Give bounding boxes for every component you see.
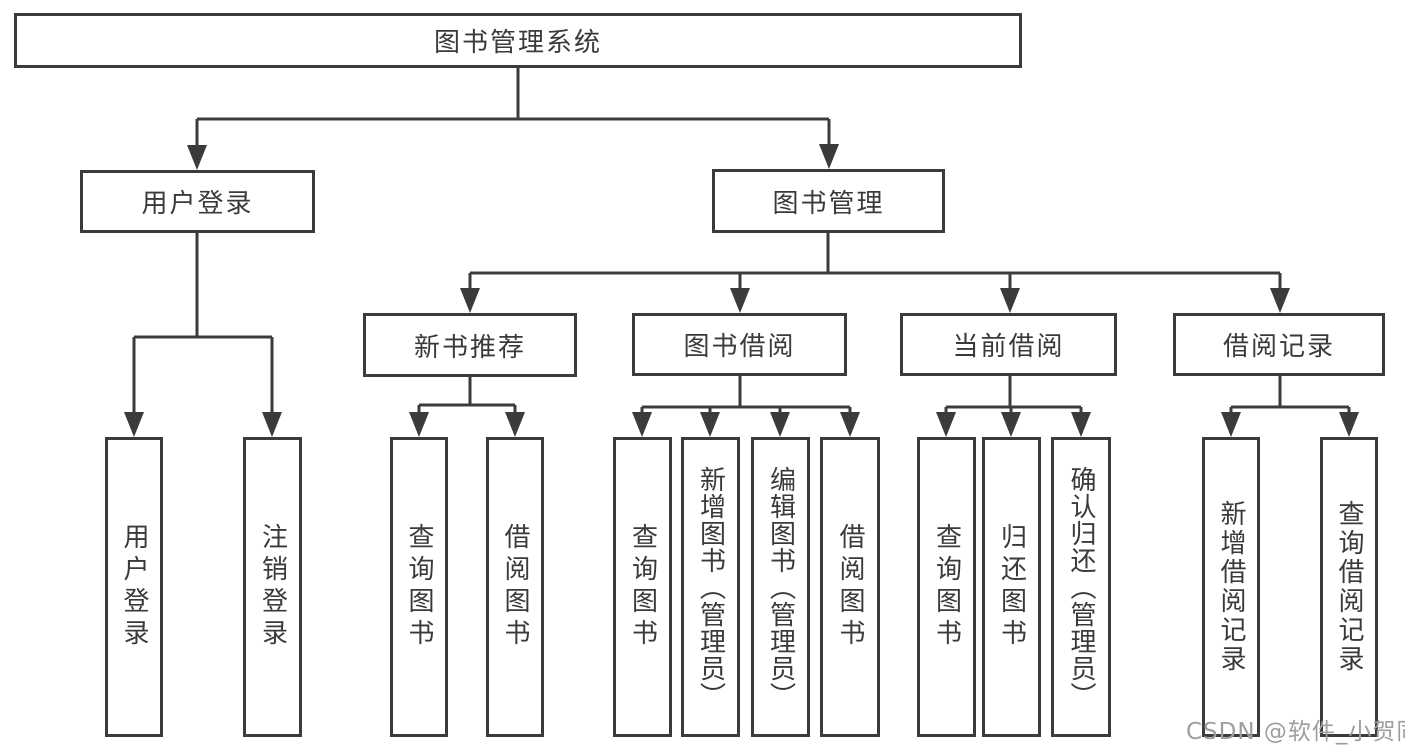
arrow-to-book-borrowing <box>730 288 750 313</box>
leaf-confirm-return-admin-label: 确认归还（管理员） <box>1066 465 1096 709</box>
node-user-login-label: 用户登录 <box>141 189 254 219</box>
node-library-system-label: 图书管理系统 <box>433 28 602 58</box>
arrow-to-new-book-recommendation <box>460 288 480 313</box>
arrow-to-leaf-add-borrow-record <box>1221 412 1241 437</box>
arrow-to-current-borrowing <box>1000 288 1020 313</box>
leaf-borrow-books-recommend-label: 借阅图书 <box>500 523 530 651</box>
leaf-query-borrow-record-label: 查询借阅记录 <box>1334 500 1364 674</box>
node-new-book-recommendation: 新书推荐 <box>363 313 577 377</box>
leaf-user-login: 用户登录 <box>105 437 163 737</box>
watermark: CSDN @软件_小贺同学 <box>1186 719 1405 745</box>
leaf-add-books-admin: 新增图书（管理员） <box>681 437 740 737</box>
node-library-system: 图书管理系统 <box>14 13 1022 68</box>
connector-borrow-to-leaves <box>640 376 852 416</box>
connector-userlogin-to-leaves <box>132 233 274 416</box>
leaf-borrow-books-borrowing-label: 借阅图书 <box>835 523 865 651</box>
node-current-borrowing-label: 当前借阅 <box>952 332 1065 362</box>
arrow-to-leaf-query-borrow-record <box>1339 412 1359 437</box>
leaf-edit-books-admin: 编辑图书（管理员） <box>751 437 810 737</box>
leaf-edit-books-admin-label: 编辑图书（管理员） <box>765 465 796 709</box>
arrow-to-leaf-return-books <box>1001 412 1021 437</box>
arrow-to-book-management <box>819 144 839 169</box>
leaf-add-books-admin-label: 新增图书（管理员） <box>695 465 726 709</box>
node-current-borrowing: 当前借阅 <box>900 313 1117 376</box>
arrow-to-leaf-confirm-return <box>1071 412 1091 437</box>
arrow-to-leaf-query-books-rec <box>409 412 429 437</box>
node-book-management-label: 图书管理 <box>772 188 885 219</box>
node-book-borrowing-label: 图书借阅 <box>683 332 796 362</box>
arrow-to-leaf-add-books <box>700 412 720 437</box>
leaf-confirm-return-admin: 确认归还（管理员） <box>1051 437 1111 737</box>
node-borrowing-records: 借阅记录 <box>1173 313 1385 376</box>
leaf-query-borrow-record: 查询借阅记录 <box>1320 437 1378 737</box>
arrow-to-leaf-borrow-books-rec <box>505 412 525 437</box>
leaf-return-books-label: 归还图书 <box>996 523 1027 651</box>
arrow-to-leaf-query-books-borrow <box>632 412 652 437</box>
leaf-add-borrow-record-label: 新增借阅记录 <box>1216 500 1246 674</box>
leaf-query-books-recommend: 查询图书 <box>390 437 448 737</box>
connector-root-to-level2 <box>195 68 831 150</box>
leaf-query-books-current: 查询图书 <box>917 437 976 737</box>
arrow-to-leaf-borrow-books <box>840 412 860 437</box>
connector-current-to-leaves <box>944 376 1083 416</box>
arrow-to-leaf-logout <box>262 412 282 437</box>
connector-newbook-to-leaves <box>417 377 517 416</box>
leaf-query-books-borrowing-label: 查询图书 <box>627 523 658 651</box>
leaf-logout-label: 注销登录 <box>257 523 288 651</box>
node-new-book-recommendation-label: 新书推荐 <box>413 332 526 363</box>
leaf-query-books-borrowing: 查询图书 <box>613 437 672 737</box>
leaf-query-books-current-label: 查询图书 <box>931 523 962 651</box>
node-user-login: 用户登录 <box>80 170 315 233</box>
connector-bookmgmt-to-level3 <box>468 233 1282 293</box>
arrow-to-user-login <box>187 145 207 170</box>
node-borrowing-records-label: 借阅记录 <box>1222 332 1335 362</box>
leaf-query-books-recommend-label: 查询图书 <box>404 523 434 651</box>
arrow-to-leaf-user-login <box>124 412 144 437</box>
leaf-borrow-books-recommend: 借阅图书 <box>486 437 544 737</box>
connector-record-to-leaves <box>1229 376 1351 416</box>
node-book-borrowing: 图书借阅 <box>632 313 847 376</box>
arrow-to-leaf-query-books-current <box>936 412 956 437</box>
leaf-add-borrow-record: 新增借阅记录 <box>1202 437 1260 737</box>
arrow-to-leaf-edit-books <box>770 412 790 437</box>
leaf-user-login-label: 用户登录 <box>119 523 149 651</box>
leaf-return-books: 归还图书 <box>982 437 1041 737</box>
leaf-borrow-books-borrowing: 借阅图书 <box>820 437 880 737</box>
arrow-to-borrowing-records <box>1270 288 1290 313</box>
leaf-logout: 注销登录 <box>243 437 302 737</box>
node-book-management: 图书管理 <box>712 169 945 233</box>
